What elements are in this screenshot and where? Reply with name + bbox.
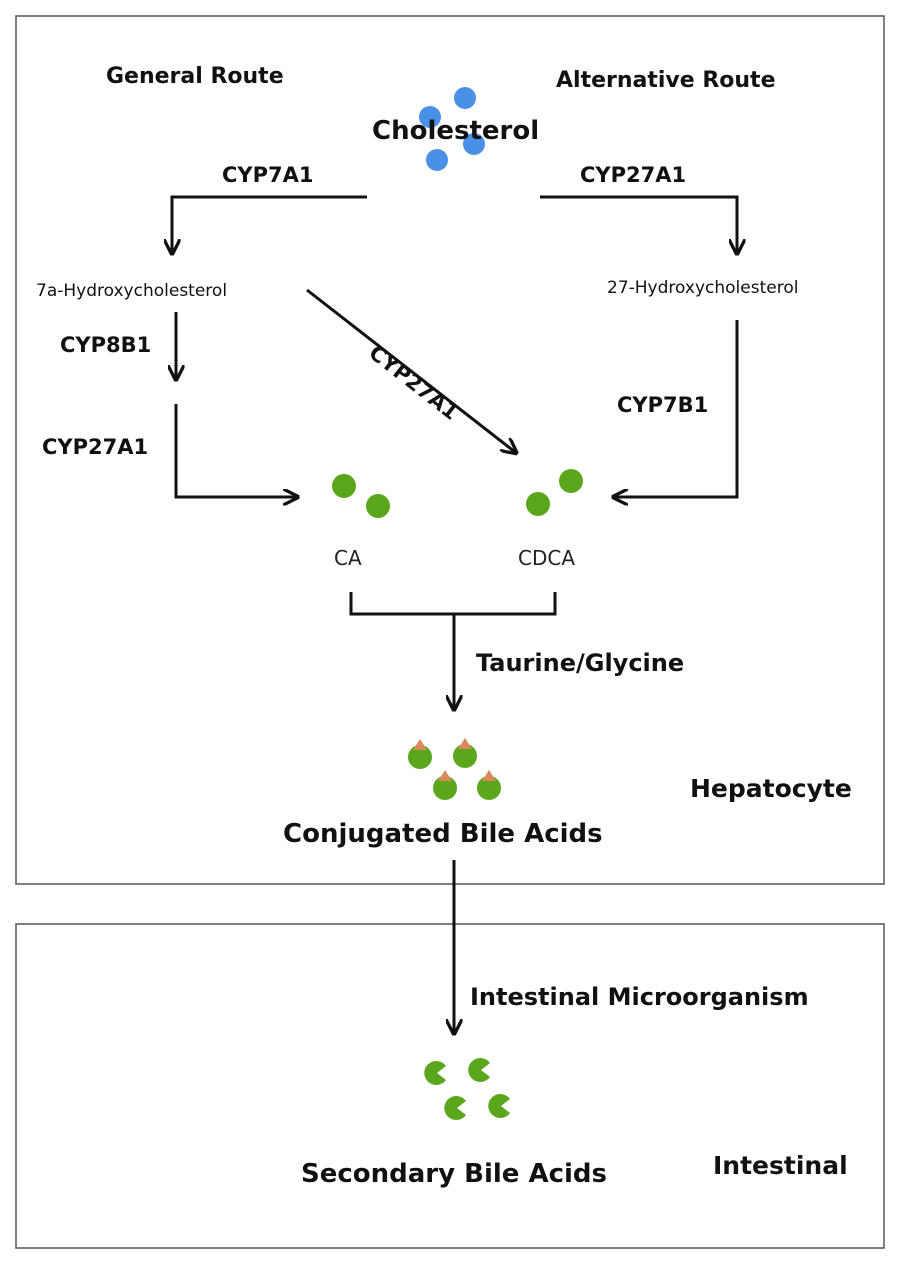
cyp27a1-left-arrow — [174, 404, 296, 497]
intestinal-microorganism-label: Intestinal Microorganism — [470, 983, 809, 1011]
cyp7b1-arrow — [615, 320, 739, 497]
conjugated-bile-acid-icon — [408, 738, 501, 800]
cyp27a1-left-label: CYP27A1 — [42, 435, 149, 459]
cyp27a1-top-label: CYP27A1 — [580, 163, 687, 187]
cyp27a1-diagonal-arrow — [306, 288, 515, 452]
cyp7a1-arrow — [172, 195, 367, 252]
cholesterol-label: Cholesterol — [372, 116, 540, 146]
hepatocyte-label: Hepatocyte — [690, 774, 852, 803]
secondary-bile-acid-icon — [424, 1058, 510, 1120]
taurine-glycine-label: Taurine/Glycine — [476, 649, 685, 677]
cyp27a1-top-arrow — [540, 195, 737, 252]
cyp7a1-label: CYP7A1 — [222, 163, 314, 187]
hepatocyte-compartment — [15, 15, 885, 885]
ca-label: CA — [334, 546, 362, 570]
conjugated-bile-acids-label: Conjugated Bile Acids — [283, 819, 603, 849]
general-route-label: General Route — [106, 64, 284, 89]
cdca-molecule-icon — [526, 469, 583, 516]
ca-molecule-icon — [332, 474, 390, 518]
cdca-label: CDCA — [518, 546, 576, 570]
cyp7b1-label: CYP7B1 — [617, 393, 709, 417]
secondary-bile-acids-label: Secondary Bile Acids — [301, 1159, 607, 1189]
cyp8b1-label: CYP8B1 — [60, 333, 152, 357]
27-hydroxycholesterol-label: 27-Hydroxycholesterol — [607, 278, 799, 298]
cholesterol-molecule-icon — [419, 87, 485, 171]
7a-hydroxycholesterol-label: 7a-Hydroxycholesterol — [36, 281, 228, 301]
intestinal-label: Intestinal — [713, 1151, 848, 1180]
alternative-route-label: Alternative Route — [556, 68, 776, 93]
merge-bracket — [349, 592, 557, 616]
intestinal-compartment — [15, 923, 885, 1249]
